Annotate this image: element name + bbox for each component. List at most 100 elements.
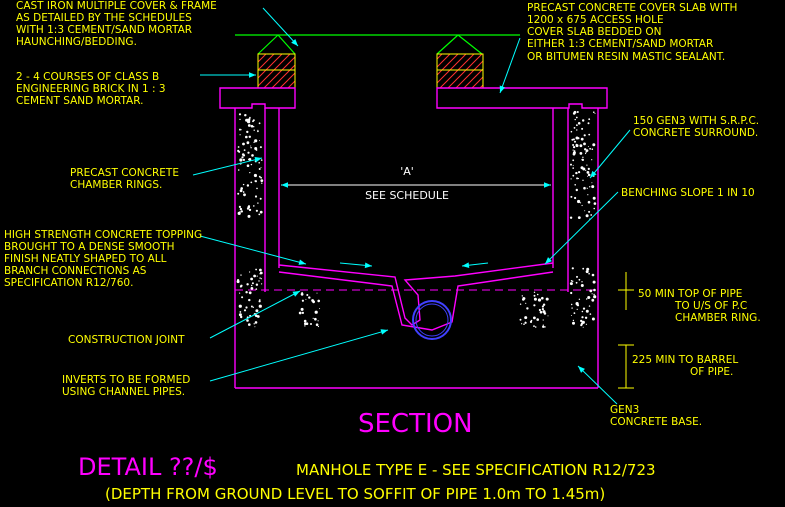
- aggregate-dot: [589, 289, 593, 293]
- aggregate-dot: [571, 138, 574, 141]
- engineering-brick-courses: [257, 53, 484, 89]
- note-line: 150 GEN3 WITH S.R.P.C.: [633, 115, 759, 127]
- aggregate-dot: [308, 296, 311, 299]
- aggregate-dot: [539, 310, 543, 314]
- aggregate-dot: [300, 307, 304, 311]
- note-line: AS DETAILED BY THE SCHEDULES: [16, 12, 192, 24]
- aggregate-dot: [261, 182, 263, 184]
- aggregate-dot: [581, 127, 584, 130]
- aggregate-dot: [581, 204, 583, 207]
- aggregate-dot: [574, 118, 576, 121]
- cover-slab: [219, 87, 608, 109]
- aggregate-dot: [240, 129, 242, 131]
- aggregate-dot: [259, 277, 261, 279]
- aggregate-dot: [545, 297, 549, 301]
- aggregate-dot: [574, 140, 576, 143]
- aggregate-dot: [542, 303, 546, 306]
- aggregate-dot: [254, 326, 256, 328]
- aggregate-dot: [260, 167, 262, 169]
- aggregate-dot: [240, 210, 243, 213]
- aggregate-dot: [524, 316, 528, 320]
- aggregate-dot: [573, 127, 576, 129]
- note-line: OR BITUMEN RESIN MASTIC SEALANT.: [527, 51, 725, 63]
- aggregate-dot: [542, 324, 544, 326]
- aggregate-dot: [574, 184, 576, 186]
- aggregate-dot: [581, 310, 584, 313]
- note-base: GEN3 CONCRETE BASE.: [610, 404, 702, 428]
- aggregate-dot: [533, 294, 536, 297]
- aggregate-dot: [253, 129, 255, 131]
- aggregate-dot: [249, 172, 251, 174]
- aggregate-dot: [301, 299, 304, 302]
- aggregate-dot: [258, 280, 260, 282]
- aggregate-dot: [310, 323, 312, 325]
- aggregate-dot: [580, 319, 583, 323]
- aggregate-dot: [577, 177, 580, 180]
- aggregate-dot: [586, 187, 588, 189]
- aggregate-dot: [575, 302, 579, 306]
- aggregate-dot: [240, 187, 243, 190]
- aggregate-dot: [257, 202, 259, 204]
- aggregate-dot: [238, 304, 242, 308]
- aggregate-dot: [591, 148, 594, 150]
- note-line: 1200 x 675 ACCESS HOLE: [527, 14, 664, 26]
- detail-id: DETAIL ??/$: [78, 453, 218, 481]
- aggregate-dot: [242, 158, 245, 161]
- aggregate-dot: [238, 150, 241, 153]
- aggregate-dot: [524, 321, 527, 324]
- aggregate-dot: [592, 280, 596, 284]
- aggregate-dot: [240, 315, 243, 319]
- note-chamber-rings: PRECAST CONCRETE CHAMBER RINGS.: [70, 167, 179, 191]
- aggregate-dot: [239, 128, 241, 131]
- aggregate-dot: [251, 284, 253, 287]
- aggregate-dot: [590, 214, 593, 216]
- aggregate-dot: [576, 124, 578, 127]
- aggregate-dot: [577, 199, 581, 204]
- aggregate-dot: [255, 268, 257, 271]
- aggregate-dot: [247, 151, 250, 154]
- aggregate-dot: [570, 178, 572, 180]
- see-schedule-label: SEE SCHEDULE: [365, 189, 449, 202]
- aggregate-dot: [587, 194, 589, 196]
- aggregate-dot: [253, 274, 256, 278]
- aggregate-dot: [570, 163, 572, 166]
- note-benching: BENCHING SLOPE 1 IN 10: [621, 187, 755, 199]
- aggregate-dot: [259, 146, 262, 149]
- aggregate-dot: [581, 281, 583, 283]
- note-brick: 2 - 4 COURSES OF CLASS B ENGINEERING BRI…: [16, 71, 166, 107]
- aggregate-dot: [238, 205, 241, 208]
- aggregate-dot: [253, 205, 255, 207]
- note-line: 50 MIN TOP OF PIPE: [638, 288, 742, 300]
- aggregate-dot: [254, 321, 258, 324]
- aggregate-dot: [573, 150, 576, 152]
- aggregate-dot: [526, 307, 529, 310]
- aggregate-dot: [251, 154, 254, 157]
- aggregate-dot: [246, 283, 249, 286]
- aggregate-dot: [254, 139, 258, 143]
- aggregate-dot: [301, 311, 304, 314]
- aggregate-dot: [577, 122, 581, 125]
- aggregate-dot: [579, 202, 582, 204]
- aggregate-dot: [304, 325, 306, 327]
- aggregate-dot: [525, 302, 527, 304]
- aggregate-dot: [572, 319, 575, 322]
- aggregate-dot: [255, 288, 258, 290]
- aggregate-dot: [245, 306, 248, 309]
- aggregate-dot: [533, 325, 535, 327]
- aggregate-dot: [243, 309, 247, 312]
- aggregate-dot: [250, 163, 253, 166]
- aggregate-dot: [588, 272, 590, 275]
- aggregate-dot: [261, 283, 263, 285]
- note-inverts: INVERTS TO BE FORMED USING CHANNEL PIPES…: [62, 374, 190, 398]
- aggregate-dot: [258, 122, 261, 125]
- aggregate-dot: [304, 322, 307, 326]
- aggregate-dot: [584, 316, 588, 319]
- aggregate-dot: [256, 275, 258, 277]
- note-line: EITHER 1:3 CEMENT/SAND MORTAR: [527, 38, 713, 50]
- aggregate-dot: [236, 280, 240, 284]
- note-line: TO U/S OF P.C: [674, 300, 747, 312]
- note-line: INVERTS TO BE FORMED: [62, 374, 190, 386]
- aggregate-dot: [253, 141, 255, 143]
- aggregate-dot: [576, 275, 578, 278]
- aggregate-dot: [542, 310, 546, 314]
